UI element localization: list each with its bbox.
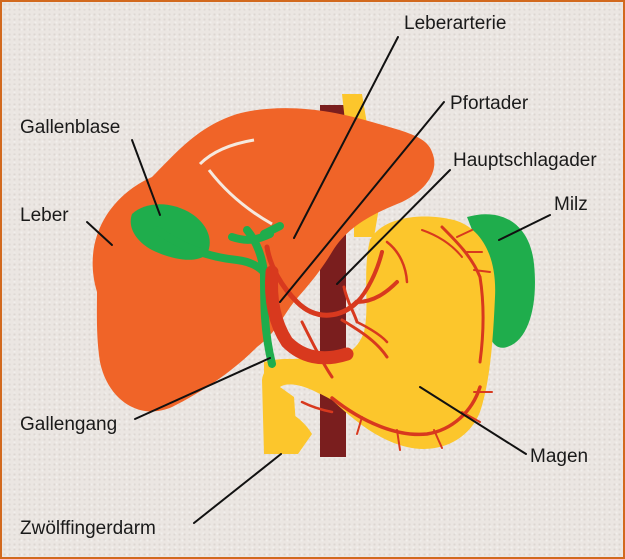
label-pfortader: Pfortader bbox=[450, 93, 529, 114]
label-hauptschlagader: Hauptschlagader bbox=[453, 150, 597, 171]
label-milz: Milz bbox=[554, 194, 588, 215]
label-leber: Leber bbox=[20, 205, 69, 226]
label-gallengang: Gallengang bbox=[20, 414, 117, 435]
label-gallenblase: Gallenblase bbox=[20, 117, 120, 138]
label-leberarterie: Leberarterie bbox=[404, 13, 506, 34]
label-zwoelffingerdarm: Zwölffingerdarm bbox=[20, 518, 156, 539]
label-magen: Magen bbox=[530, 446, 588, 467]
